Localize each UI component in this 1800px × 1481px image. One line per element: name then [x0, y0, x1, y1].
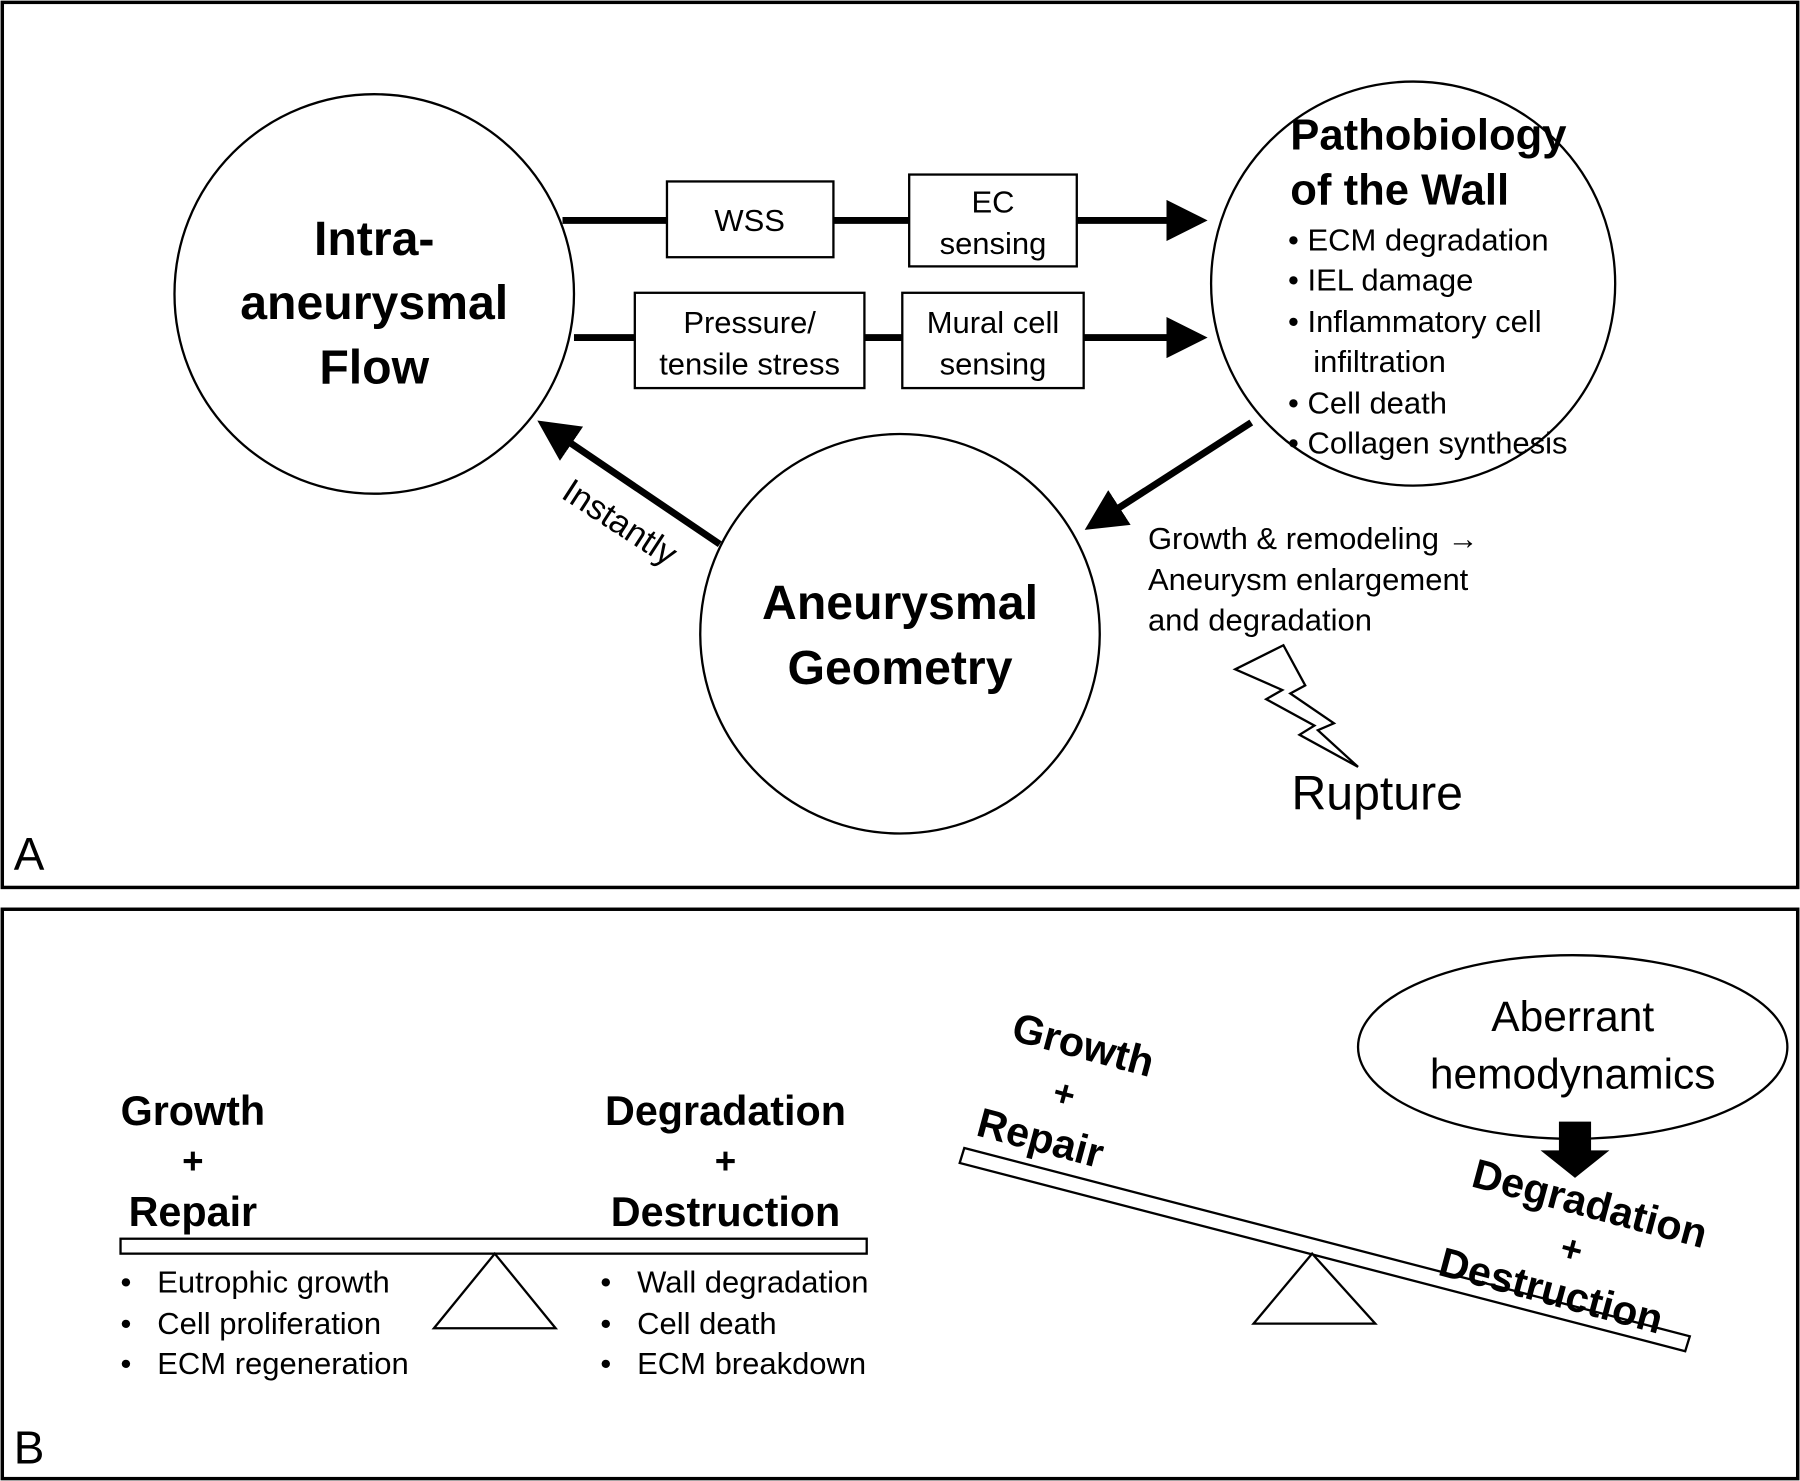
svg-text:Intra-: Intra- [314, 212, 435, 266]
svg-text:• Collagen synthesis: • Collagen synthesis [1288, 426, 1568, 461]
svg-text:•: • [600, 1306, 611, 1341]
svg-text:Growth: Growth [1008, 1004, 1160, 1086]
svg-text:Degradation: Degradation [605, 1088, 846, 1134]
svg-text:Pathobiology: Pathobiology [1290, 111, 1567, 159]
svg-text:Eutrophic growth: Eutrophic growth [157, 1265, 390, 1300]
svg-text:•: • [600, 1265, 611, 1300]
wall-circle: Pathobiology of the Wall • ECM degradati… [1209, 80, 1617, 487]
svg-text:Degradation: Degradation [1468, 1150, 1713, 1257]
tilted-left-title: Growth + Repair [972, 1004, 1160, 1177]
pressure-box: Pressure/ tensile stress [633, 291, 866, 390]
fulcrum-icon [1251, 1251, 1378, 1325]
svg-text:Cell proliferation: Cell proliferation [157, 1306, 381, 1341]
svg-text:•: • [600, 1346, 611, 1381]
balanced-beam [119, 1237, 868, 1255]
svg-text:aneurysmal: aneurysmal [240, 276, 508, 330]
svg-text:WSS: WSS [714, 203, 785, 238]
panel-a: WSS EC sensing Pressure/ tensile stress … [0, 0, 1800, 890]
svg-text:and degradation: and degradation [1148, 602, 1372, 637]
svg-text:+: + [1556, 1226, 1587, 1271]
svg-text:•: • [121, 1306, 132, 1341]
svg-text:ECM regeneration: ECM regeneration [157, 1346, 408, 1381]
svg-text:Aneurysmal: Aneurysmal [762, 576, 1038, 630]
svg-text:+: + [1049, 1071, 1080, 1116]
svg-text:• Inflammatory cell: • Inflammatory cell [1288, 304, 1542, 339]
tilted-scale: Aberrant hemodynamics Growth + Repair De… [958, 954, 1789, 1353]
geometry-circle: Aneurysmal Geometry [699, 432, 1101, 835]
svg-text:Flow: Flow [319, 340, 429, 394]
svg-text:Geometry: Geometry [787, 641, 1012, 695]
svg-text:•: • [121, 1346, 132, 1381]
lightning-bolt-icon [1232, 643, 1359, 768]
svg-text:Growth: Growth [121, 1088, 266, 1134]
down-arrow-icon [1540, 1121, 1610, 1178]
svg-text:Mural cell: Mural cell [927, 305, 1060, 340]
wall-to-geometry-arrow [1084, 419, 1254, 530]
instantly-label: Instantly [556, 472, 685, 574]
svg-text:of the Wall: of the Wall [1290, 166, 1509, 214]
fulcrum-icon [431, 1251, 559, 1330]
panel-a-border [0, 0, 1800, 890]
svg-text:Growth & remodeling →: Growth & remodeling → [1148, 521, 1479, 556]
mural-cell-box: Mural cell sensing [901, 291, 1085, 390]
svg-text:Destruction: Destruction [611, 1189, 841, 1235]
rupture-label: Rupture [1291, 766, 1462, 820]
svg-text:EC: EC [971, 184, 1014, 219]
svg-text:Wall degradation: Wall degradation [637, 1265, 868, 1300]
svg-text:sensing: sensing [940, 346, 1047, 381]
svg-text:Aberrant: Aberrant [1491, 993, 1654, 1040]
svg-text:• Cell death: • Cell death [1288, 385, 1447, 420]
panel-b: Growth + Repair Degradation + Destructio… [0, 907, 1800, 1481]
svg-text:Cell death: Cell death [637, 1306, 777, 1341]
svg-text:ECM breakdown: ECM breakdown [637, 1346, 866, 1381]
svg-text:Pressure/: Pressure/ [683, 305, 816, 340]
panel-b-border [0, 907, 1800, 1481]
svg-text:• IEL damage: • IEL damage [1288, 263, 1473, 298]
svg-text:hemodynamics: hemodynamics [1430, 1050, 1716, 1097]
growth-remodeling-text: Growth & remodeling → Aneurysm enlargeme… [1148, 521, 1479, 638]
svg-text:infiltration: infiltration [1313, 344, 1446, 379]
svg-text:Repair: Repair [129, 1189, 258, 1235]
tilted-right-title: Degradation + Destruction [1434, 1150, 1713, 1343]
svg-text:tensile stress: tensile stress [659, 346, 840, 381]
wss-box: WSS [665, 180, 835, 259]
ec-sensing-box: EC sensing [908, 173, 1078, 268]
instantly-arrow [537, 420, 722, 548]
svg-text:•: • [121, 1265, 132, 1300]
panel-a-label: A [14, 828, 45, 880]
tilted-beam [958, 1146, 1692, 1353]
svg-text:Aneurysm enlargement: Aneurysm enlargement [1148, 562, 1469, 597]
balanced-scale: Growth + Repair Degradation + Destructio… [119, 1088, 868, 1381]
svg-text:Destruction: Destruction [1434, 1239, 1668, 1343]
svg-text:+: + [715, 1140, 736, 1181]
svg-text:• ECM degradation: • ECM degradation [1288, 222, 1549, 257]
panel-b-label: B [14, 1422, 45, 1474]
svg-text:+: + [182, 1140, 203, 1181]
svg-text:sensing: sensing [940, 226, 1047, 261]
aberrant-hemodynamics-ellipse: Aberrant hemodynamics [1356, 954, 1789, 1140]
flow-circle: Intra- aneurysmal Flow [173, 93, 576, 495]
